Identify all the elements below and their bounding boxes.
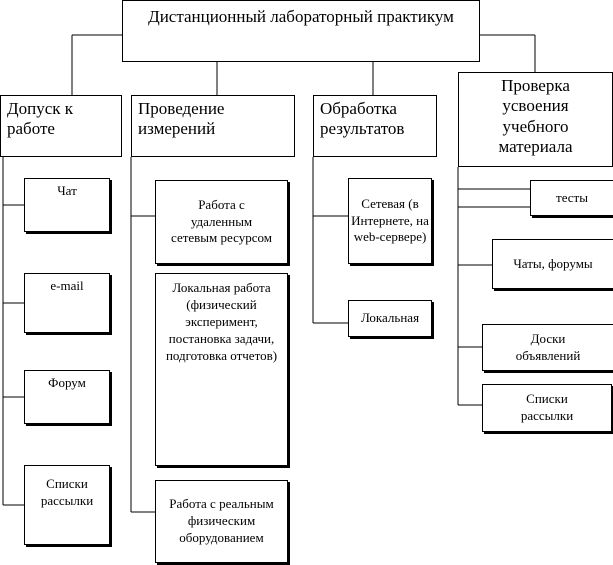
- leaf-local-work: Локальная работа (физический эксперимент…: [155, 273, 288, 466]
- category-label: Проведение измерений: [138, 99, 225, 139]
- leaf-email: e-mail: [24, 273, 110, 333]
- leaf-local: Локальная: [348, 300, 432, 337]
- category-admission: Допуск к работе: [0, 95, 122, 157]
- leaf-network: Сетевая (в Интернете, на web-сервере): [348, 178, 432, 264]
- category-processing: Обработка результатов: [313, 95, 437, 157]
- leaf-label: Сетевая (в Интернете, на web-сервере): [351, 195, 429, 245]
- leaf-label: Чаты, форумы: [513, 255, 593, 271]
- leaf-mailing-lists-1: Списки рассылки: [24, 465, 110, 545]
- leaf-mailing-lists-2: Списки рассылки: [482, 384, 612, 432]
- leaf-tests: тесты: [530, 180, 613, 216]
- category-label: Проверка усвоения учебного материала: [498, 76, 573, 157]
- root-label: Дистанционный лабораторный практикум: [148, 7, 454, 26]
- leaf-label: Списки рассылки: [40, 476, 94, 508]
- leaf-label: Списки рассылки: [520, 391, 574, 423]
- leaf-label: Чат: [57, 183, 77, 198]
- leaf-label: Работа с реальным физическим оборудовани…: [169, 496, 274, 545]
- leaf-forum: Форум: [24, 370, 110, 424]
- category-label: Обработка результатов: [320, 99, 405, 139]
- leaf-label: Работа с удаленным сетевым ресурсом: [171, 196, 272, 246]
- leaf-label: Локальная работа (физический эксперимент…: [165, 280, 278, 363]
- category-verification: Проверка усвоения учебного материала: [458, 72, 613, 167]
- leaf-chats-forums: Чаты, форумы: [492, 239, 613, 289]
- leaf-chat: Чат: [24, 178, 110, 232]
- leaf-real-equipment: Работа с реальным физическим оборудовани…: [155, 480, 288, 563]
- root-node: Дистанционный лабораторный практикум: [122, 0, 480, 62]
- category-label: Допуск к работе: [7, 99, 74, 139]
- leaf-label: Локальная: [360, 310, 420, 326]
- leaf-label: тесты: [556, 189, 588, 205]
- leaf-label: Доски объявлений: [515, 330, 581, 363]
- leaf-remote-resource: Работа с удаленным сетевым ресурсом: [155, 180, 288, 264]
- leaf-label: e-mail: [50, 278, 84, 293]
- category-measurements: Проведение измерений: [131, 95, 295, 157]
- leaf-label: Форум: [48, 375, 86, 390]
- leaf-bulletin-boards: Доски объявлений: [482, 324, 613, 371]
